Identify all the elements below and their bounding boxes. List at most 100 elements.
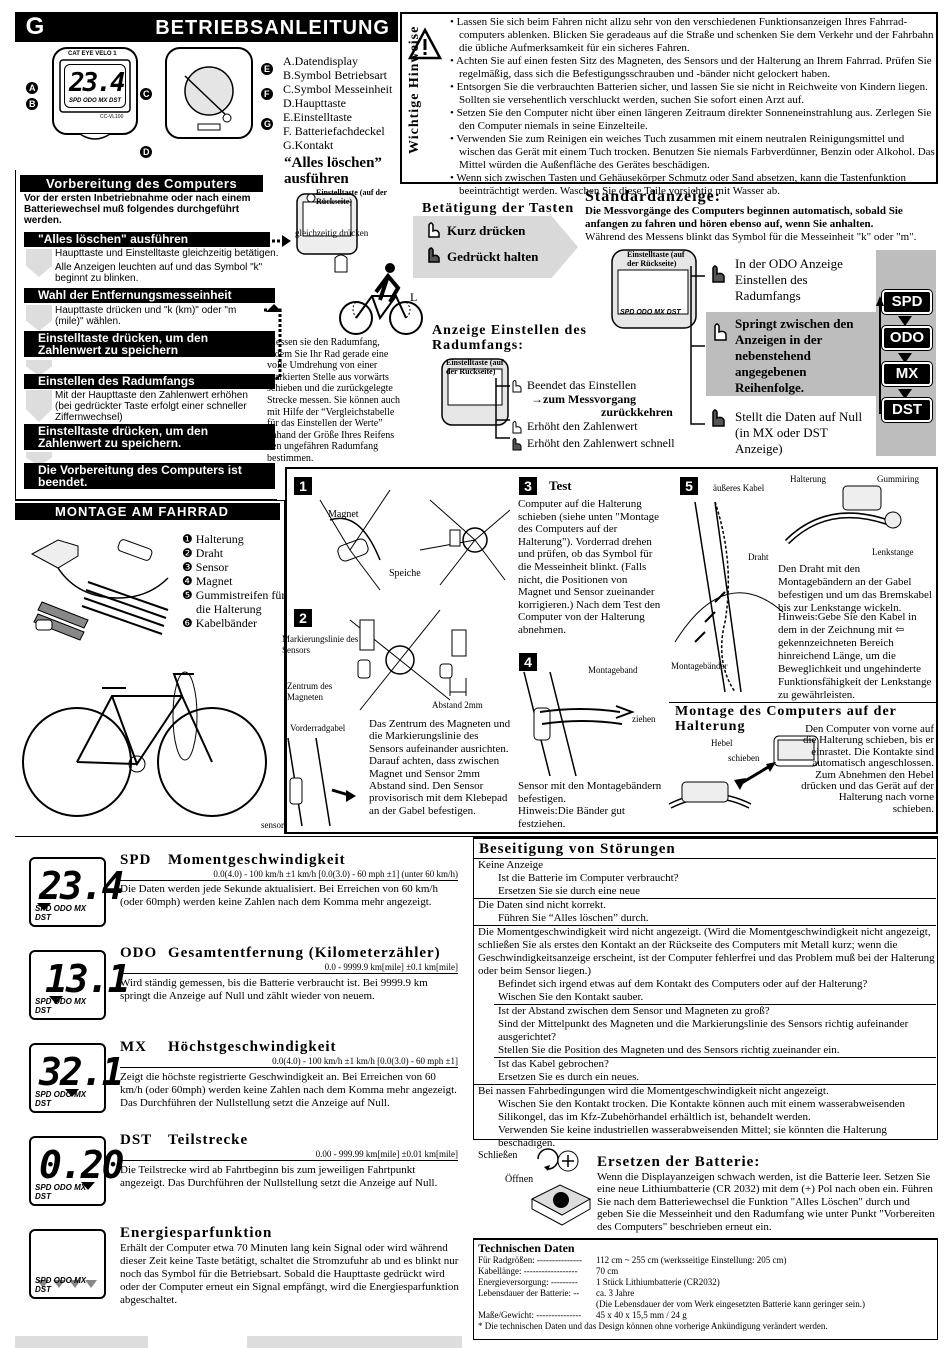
buttons-title: Betätigung der Tasten <box>422 201 575 216</box>
lcd-blink-markers <box>37 1275 97 1288</box>
warning-item: • Lassen Sie sich beim Fahren nicht allz… <box>450 16 934 54</box>
step2-text: Das Zentrum des Magneten und die Markier… <box>369 718 511 817</box>
montage-title-bar: MONTAGE AM FAHRRAD <box>15 503 280 520</box>
standard-text: Während des Messens blinkt das Symbol fü… <box>585 231 917 243</box>
header-title-bar: BETRIEBSANLEITUNG <box>55 12 398 42</box>
montage-parts-list: ❶ Halterung ❷ Draht ❸ Sensor ❹ Magnet ❺ … <box>182 532 292 630</box>
lcd-pointer-icon <box>37 903 51 911</box>
part-item: D.Haupttaste <box>283 96 346 110</box>
prep-step-circumference: Einstellen des Radumfangs <box>24 374 275 389</box>
func-odo-text: Wird ständig gemessen, bis die Batterie … <box>120 977 428 1002</box>
energy-text: Erhält der Computer etwa 70 Minuten lang… <box>120 1242 459 1306</box>
func-odo-spec: 0.0 - 9999.9 km[mile] ±0.1 km[mile] <box>120 962 458 974</box>
trouble-item: Ist das Kabel gebrochen? <box>494 1057 936 1071</box>
step5-draht-label: Draht <box>748 552 769 562</box>
trouble-title: Beseitigung von Störungen <box>479 841 676 857</box>
step3-title: Test <box>549 478 572 493</box>
step5-kabel-label: äußeres Kabel <box>713 483 765 493</box>
marker-c: C <box>140 88 152 100</box>
standard-odo-text: In der ODO Anzeige Einstellen des Radumf… <box>735 256 843 303</box>
mode-odo-badge: ODO <box>882 326 932 350</box>
step2-sensor-illustration <box>282 737 362 827</box>
lcd-spd: 23.4 SPD ODO MX DST <box>29 857 125 927</box>
footer-strip <box>15 1336 148 1348</box>
header-letter: G <box>25 13 45 40</box>
func-dst-text: Die Teilstrecke wird ab Fahrtbeginn bis … <box>120 1164 438 1189</box>
step5-handlebar-illustration <box>783 482 933 552</box>
step4-ziehen-label: ziehen <box>632 714 656 724</box>
step5-badge: 5 <box>680 477 698 495</box>
step3-badge: 3 <box>519 477 537 495</box>
warnings-list: • Lassen Sie sich beim Fahren nicht allz… <box>450 16 936 198</box>
radumfang-einstelltaste-label: Einstelltaste (auf der Rückseite) <box>446 358 504 376</box>
part-item: A.Datendisplay <box>283 54 358 68</box>
standard-reset-text: Stellt die Daten auf Null (in MX oder DS… <box>735 409 863 456</box>
trouble-table: Keine Anzeige Ist die Batterie im Comput… <box>474 858 936 1150</box>
lcd-odo: 13.1 SPD ODO MX DST <box>29 950 131 1020</box>
hand-press-icon <box>708 320 730 342</box>
standard-device-modes: SPD ODO MX DST <box>620 309 681 316</box>
marker-b: B <box>26 98 38 110</box>
montage-steps-box <box>285 467 938 834</box>
trouble-item: Führen Sie “Alles löschen” durch. <box>498 912 649 924</box>
trouble-item: Stellen Sie die Position des Magneten un… <box>498 1044 840 1056</box>
func-spd-spec: 0.0(4.0) - 100 km/h ±1 km/h [0.0(3.0) - … <box>120 869 458 881</box>
prep-step-done: Die Vorbereitung des Computers ist beend… <box>24 463 275 489</box>
lcd-pointer-icon <box>49 996 63 1004</box>
lcd-mx-modes: SPD ODO MX DST <box>35 1090 87 1108</box>
func-spd-text: Die Daten werden jede Sekunde aktualisie… <box>120 883 438 908</box>
device-model-label: CC-VL100 <box>100 114 124 120</box>
func-dst-spec: 0.00 - 999.99 km[mile] ±0.01 km[mile] <box>120 1149 458 1161</box>
trouble-item: Wischen Sie den Kontakt sauber. <box>498 991 644 1003</box>
mode-mx-badge: MX <box>882 362 932 386</box>
alles-einstelltaste-label: Einstelltaste (auf der Rückseite) <box>316 188 387 206</box>
bottom-divider <box>15 836 938 837</box>
part-item: F. Batteriefachdeckel <box>283 124 385 138</box>
montage-part: ❸ Sensor <box>182 560 229 574</box>
button-long-label: Gedrückt halten <box>447 249 539 264</box>
standard-switch-text: Springt zwischen den Anzeigen in der neb… <box>735 316 854 395</box>
lcd-dst: 0.20 SPD ODO MX DST <box>29 1136 125 1206</box>
warning-triangle-icon <box>407 27 443 60</box>
step4-badge: 4 <box>519 653 537 671</box>
mount-schieben-label: schieben <box>728 753 760 763</box>
func-mx-name: Höchstgeschwindigkeit <box>168 1039 337 1055</box>
step5-hint: Hinweis:Gebe Sie den Kabel in dem in der… <box>778 611 932 701</box>
marker-a: A <box>26 82 38 94</box>
cyclist-l-label: L <box>410 290 418 304</box>
func-odo-name: Gesamtentfernung (Kilometerzähler) <box>168 945 441 961</box>
standard-bold-text: Die Messvorgänge des Computers beginnen … <box>585 205 903 230</box>
hand-hold-icon <box>706 406 728 428</box>
func-dst-name: Teilstrecke <box>168 1132 249 1148</box>
montage-part: ❹ Magnet <box>182 574 233 588</box>
marker-g: G <box>261 118 273 130</box>
trouble-item: Ersetzen Sie es durch ein neues. <box>498 1071 640 1083</box>
specs-title: Technischen Daten <box>478 1241 575 1255</box>
hand-press-icon <box>423 219 443 239</box>
warning-item: • Wenn sich zwischen Tasten und Gehäusek… <box>450 172 906 197</box>
trouble-row-head: Keine Anzeige <box>478 859 544 871</box>
radumfang-device <box>440 357 514 429</box>
lcd-pointer-icon <box>81 1182 95 1190</box>
radumfang-title: Anzeige Einstellen des Radumfangs: <box>432 323 587 353</box>
radumfang-line1: Beendet das Einstellen <box>527 378 637 392</box>
energy-title: Energiesparfunktion <box>120 1225 273 1241</box>
cyclist-illustration <box>339 262 428 338</box>
step1-badge: 1 <box>294 477 312 495</box>
battery-close-label: Schließen <box>478 1150 518 1161</box>
func-mx-spec: 0.0(4.0) - 100 km/h ±1 km/h [0.0(3.0) - … <box>120 1056 458 1068</box>
spec-row: Kabellänge: ------------------70 cm <box>478 1266 619 1276</box>
mount-title: Montage des Computers auf der Halterung <box>675 704 897 734</box>
alles-title: “Alles löschen” ausführen <box>284 155 382 187</box>
prep-step1-text: Haupttaste und Einstelltaste gleichzeiti… <box>55 248 279 259</box>
part-item: G.Kontakt <box>283 138 334 152</box>
trouble-item: Verwenden Sie keine industriellen wasser… <box>498 1124 887 1149</box>
prep-step-store: Einstelltaste drücken, um den Zahlenwert… <box>24 424 275 450</box>
standard-einstelltaste-label: Einstelltaste (auf der Rückseite) <box>627 250 685 268</box>
standard-title: Standardanzeige: <box>585 188 721 205</box>
warning-item: • Achten Sie auf einen festen Sitz des M… <box>450 55 932 80</box>
mode-loop-arrow-icon <box>876 296 884 414</box>
step1-magnet-label: Magnet <box>328 509 359 520</box>
hand-press-icon <box>508 418 524 434</box>
mount-text: Den Computer von vorne auf die Halterung… <box>801 723 934 815</box>
